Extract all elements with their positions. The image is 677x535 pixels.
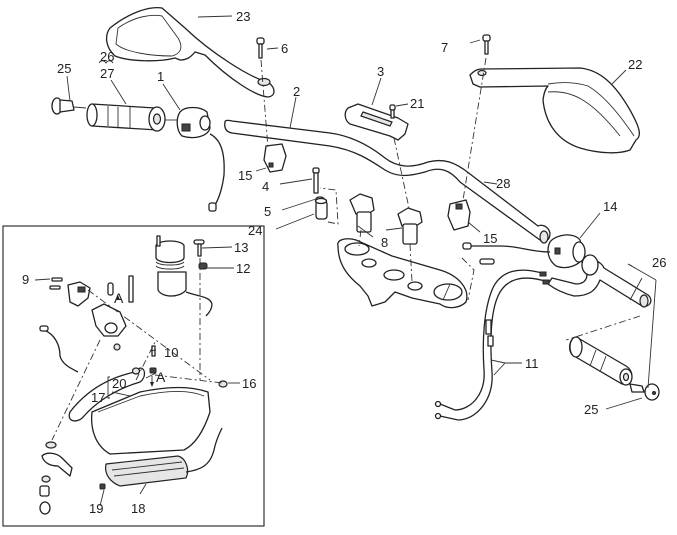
inset-small-parts bbox=[39, 325, 228, 388]
inset-brake-lever bbox=[68, 367, 146, 422]
callout-17: 17 bbox=[91, 390, 106, 405]
handlebar bbox=[224, 119, 551, 244]
inset-frame bbox=[2, 225, 265, 527]
riser-left bbox=[349, 193, 375, 233]
screw-21 bbox=[389, 104, 396, 119]
callout-3: 3 bbox=[377, 64, 385, 79]
left-grip bbox=[86, 103, 166, 132]
screw-4 bbox=[312, 167, 320, 194]
throttle-grip bbox=[547, 254, 652, 308]
inset-banjo-fittings bbox=[39, 441, 73, 515]
callout-14: 14 bbox=[603, 199, 618, 214]
callout-13: 13 bbox=[234, 240, 249, 255]
inset-screw-13 bbox=[193, 239, 205, 257]
screw-7 bbox=[482, 34, 491, 55]
cable-adjuster bbox=[479, 258, 495, 265]
callout-11: 11 bbox=[525, 356, 539, 371]
callout-9: 9 bbox=[22, 272, 30, 287]
right-grip bbox=[568, 336, 633, 386]
alignment-lines bbox=[51, 57, 641, 441]
right-switch-wire bbox=[470, 245, 551, 253]
callout-26-right: 26 bbox=[652, 255, 667, 270]
triple-clamp bbox=[337, 238, 468, 309]
callout-27: 27 bbox=[100, 66, 115, 81]
reference-mark-a-lower: A bbox=[156, 369, 166, 385]
callout-26-left: 26 bbox=[100, 49, 115, 64]
bracket-17-20 bbox=[107, 376, 110, 399]
arrow-a-lower bbox=[150, 382, 154, 387]
callout-7: 7 bbox=[441, 40, 449, 55]
right-clamp bbox=[447, 199, 471, 231]
right-bar-end bbox=[629, 383, 660, 401]
inset-reservoir bbox=[155, 235, 213, 317]
inset-nut-12 bbox=[198, 262, 208, 270]
arrow-a-upper bbox=[116, 295, 120, 300]
callout-8: 8 bbox=[381, 235, 389, 250]
right-switch-connector bbox=[462, 242, 472, 250]
callout-22: 22 bbox=[628, 57, 643, 72]
callout-15-left: 15 bbox=[238, 168, 253, 183]
throttle-cables bbox=[434, 269, 550, 421]
inset-hand-guard bbox=[90, 386, 223, 490]
inset-master-cylinder bbox=[49, 275, 134, 351]
right-switch bbox=[547, 234, 586, 269]
callout-1: 1 bbox=[157, 69, 165, 84]
leader-lines bbox=[34, 15, 657, 507]
callout-10: 10 bbox=[164, 345, 179, 360]
callout-4: 4 bbox=[262, 179, 270, 194]
left-switch bbox=[165, 106, 225, 212]
callout-28: 28 bbox=[496, 176, 511, 191]
callout-15-right: 15 bbox=[483, 231, 498, 246]
callout-18: 18 bbox=[131, 501, 146, 516]
callout-20: 20 bbox=[112, 376, 127, 391]
top-clamp bbox=[344, 103, 409, 141]
riser-right bbox=[397, 207, 423, 245]
left-bar-end bbox=[51, 97, 87, 115]
callout-16: 16 bbox=[242, 376, 257, 391]
callout-6: 6 bbox=[281, 41, 289, 56]
callout-5: 5 bbox=[264, 204, 272, 219]
callout-25-left: 25 bbox=[57, 61, 72, 76]
left-clamp bbox=[263, 143, 287, 173]
callout-12: 12 bbox=[236, 261, 251, 276]
spacer-24 bbox=[314, 197, 328, 220]
bracket-26-27 bbox=[98, 60, 114, 64]
callout-24: 24 bbox=[248, 223, 263, 238]
callout-19: 19 bbox=[89, 501, 104, 516]
callout-25-right: 25 bbox=[584, 402, 599, 417]
callout-2: 2 bbox=[293, 84, 301, 99]
left-mirror bbox=[105, 6, 275, 98]
right-mirror bbox=[469, 67, 641, 154]
callout-21: 21 bbox=[410, 96, 425, 111]
screw-6 bbox=[256, 37, 265, 59]
callout-23: 23 bbox=[236, 9, 251, 24]
reference-mark-a-upper: A bbox=[114, 290, 124, 306]
